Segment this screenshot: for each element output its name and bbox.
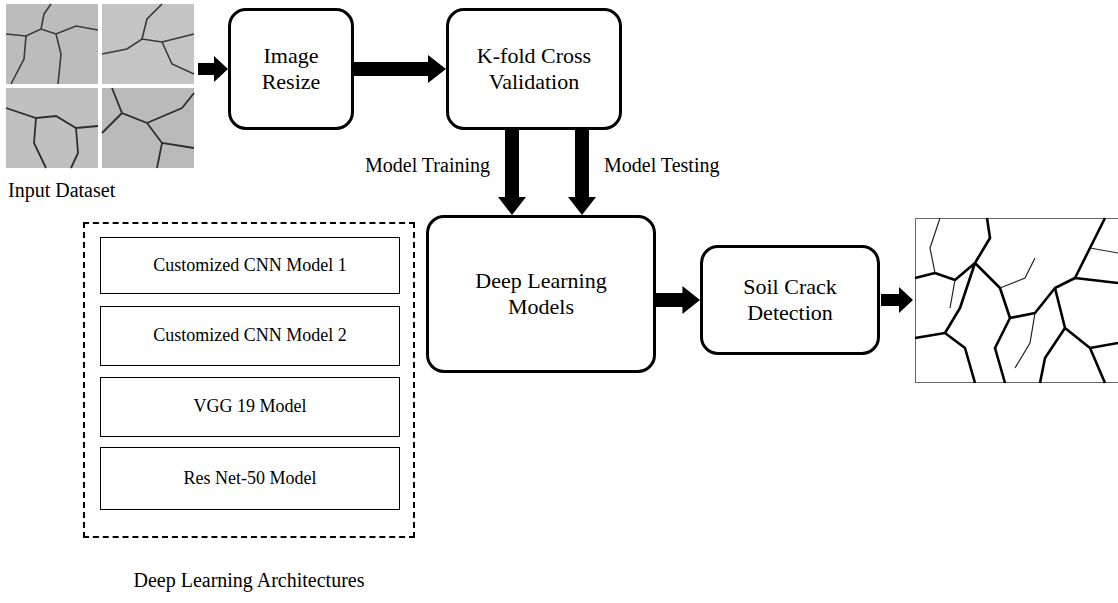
flow-arrow bbox=[498, 130, 526, 215]
edge-label: Model Training bbox=[365, 153, 490, 177]
soil-tile bbox=[6, 4, 98, 84]
soil-tile bbox=[102, 88, 194, 168]
soil-tile bbox=[6, 88, 98, 168]
edge-label: Model Testing bbox=[604, 153, 719, 177]
box-label: Customized CNN Model 1 bbox=[153, 255, 347, 277]
process-box: Deep Learning Models bbox=[426, 215, 656, 373]
model-box: Res Net-50 Model bbox=[100, 447, 400, 510]
label-anchor: Input Dataset bbox=[8, 178, 115, 202]
model-box: Customized CNN Model 1 bbox=[100, 237, 400, 294]
soil-tile bbox=[102, 4, 194, 84]
model-box: Customized CNN Model 2 bbox=[100, 306, 400, 366]
model-box: VGG 19 Model bbox=[100, 377, 400, 437]
flow-arrow bbox=[568, 130, 596, 215]
label-anchor: Model Testing bbox=[604, 153, 719, 177]
group-heading: Deep Learning Architectures bbox=[85, 568, 413, 592]
process-box: Image Resize bbox=[228, 8, 354, 130]
box-label: Res Net-50 Model bbox=[184, 468, 317, 490]
box-label: Image Resize bbox=[241, 43, 341, 96]
box-label: Deep Learning Models bbox=[461, 268, 621, 321]
group-box: Deep Learning ArchitecturesCustomized CN… bbox=[83, 222, 415, 538]
process-box: K-fold Cross Validation bbox=[446, 8, 622, 130]
image-caption: Input Dataset bbox=[8, 178, 115, 202]
flow-arrow bbox=[354, 55, 446, 83]
label-anchor: Model Training bbox=[365, 153, 490, 177]
flow-arrow bbox=[656, 286, 700, 314]
box-label: Customized CNN Model 2 bbox=[153, 325, 347, 347]
flow-arrow bbox=[881, 287, 913, 313]
crack-output-image bbox=[915, 218, 1118, 383]
box-label: K-fold Cross Validation bbox=[459, 43, 609, 96]
flow-arrow bbox=[198, 56, 228, 82]
box-label: VGG 19 Model bbox=[194, 396, 307, 418]
input-images bbox=[6, 4, 194, 168]
box-label: Soil Crack Detection bbox=[715, 274, 865, 327]
process-box: Soil Crack Detection bbox=[700, 245, 880, 355]
